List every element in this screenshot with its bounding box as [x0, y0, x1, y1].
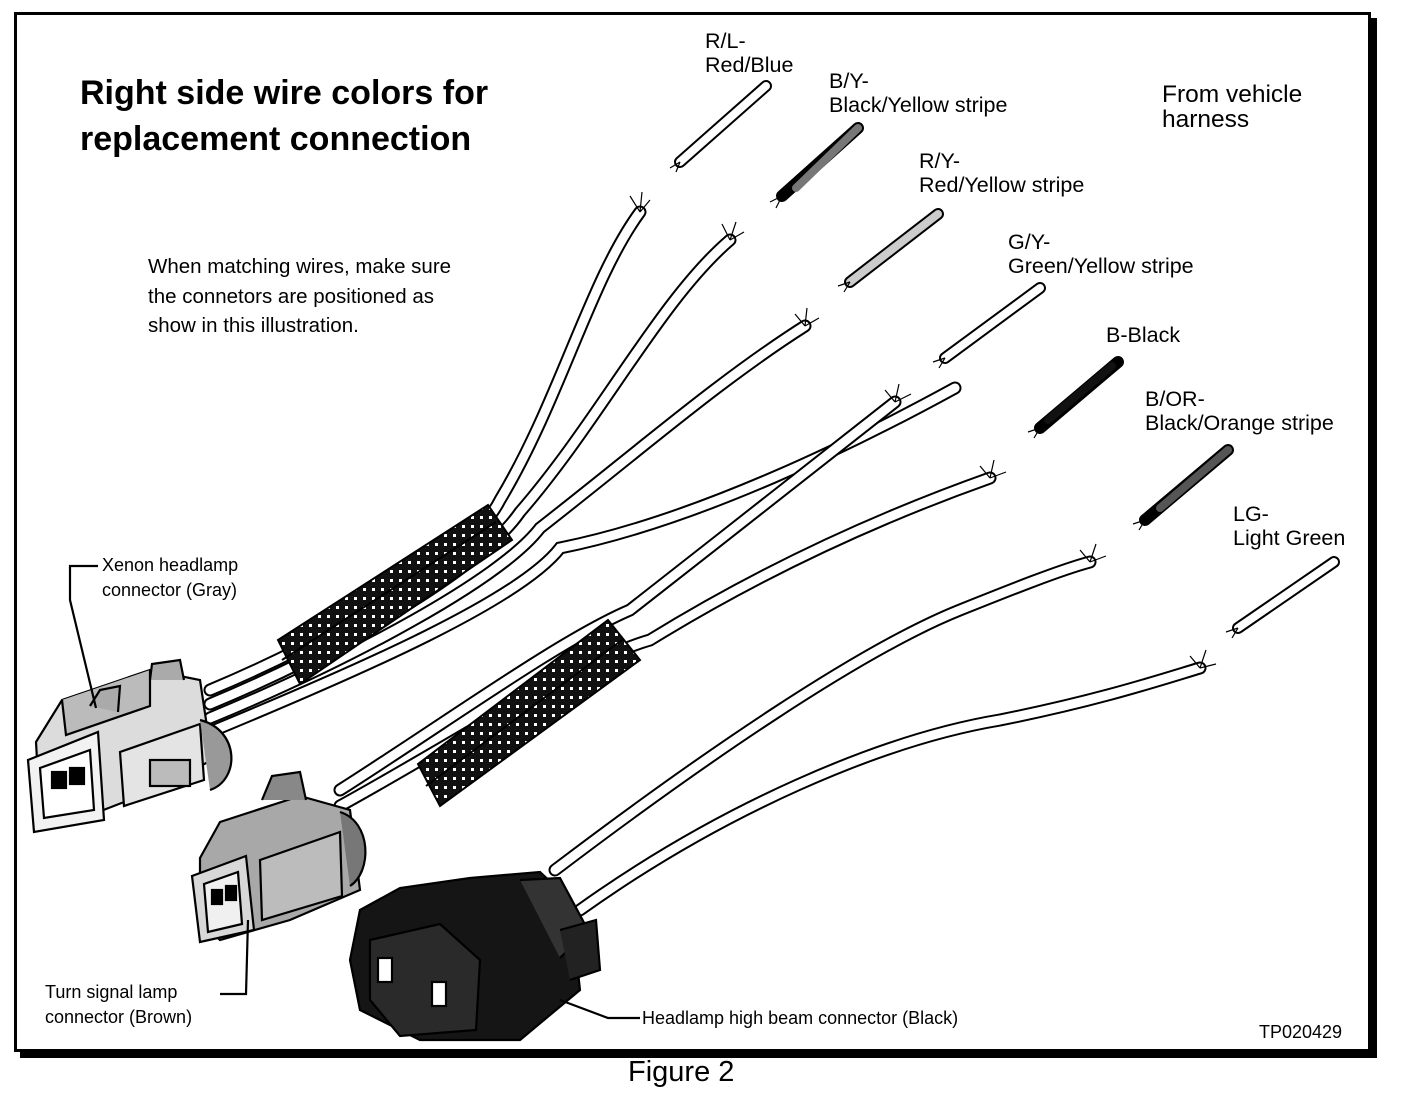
- wire-strands: [629, 161, 1239, 669]
- wire-label-green-yellow: G/Y- Green/Yellow stripe: [1008, 230, 1194, 278]
- turn-connector-label: Turn signal lamp connector (Brown): [45, 980, 192, 1030]
- xenon-connector: [26, 658, 233, 834]
- label-line-1: Xenon headlamp: [102, 555, 239, 575]
- harness-line-2: harness: [1162, 105, 1250, 133]
- highbeam-connector-label: Headlamp high beam connector (Black): [642, 1006, 958, 1031]
- wire-name: Green/Yellow stripe: [1008, 253, 1194, 278]
- xenon-tape-bundle: [276, 503, 514, 686]
- label-line-2: connector (Gray): [102, 580, 238, 601]
- wire-label-red-blue: R/L- Red/Blue: [705, 29, 794, 77]
- wire-label-red-yellow: R/Y- Red/Yellow stripe: [919, 149, 1085, 197]
- highbeam-wires: [548, 555, 1207, 917]
- wire-name: Light Green: [1233, 525, 1346, 550]
- turn-signal-connector: [190, 770, 367, 944]
- wire-code: R/L-: [705, 29, 746, 53]
- note-line-1: When matching wires, make sure: [148, 255, 452, 278]
- xenon-connector-label: Xenon headlamp connector (Gray): [102, 553, 238, 603]
- title-line-1: Right side wire colors for: [80, 74, 489, 112]
- wire-code: LG-: [1233, 502, 1269, 526]
- harness-line-1: From vehicle: [1162, 81, 1303, 108]
- note-line-2: the connetors are positioned as: [148, 284, 435, 308]
- wire-label-light-green: LG- Light Green: [1233, 502, 1346, 550]
- wire-code: B/Y-: [829, 69, 869, 93]
- wire-label-black-orange: B/OR- Black/Orange stripe: [1145, 387, 1334, 435]
- vehicle-harness-label: From vehicle harness: [1162, 82, 1302, 132]
- wire-name: Black/Orange stripe: [1145, 410, 1334, 435]
- figure-caption: Figure 2: [628, 1056, 735, 1088]
- figure-code: TP020429: [1259, 1022, 1343, 1042]
- wire-label-black-yellow: B/Y- Black/Yellow stripe: [829, 69, 1008, 117]
- page-title: Right side wire colors for replacement c…: [80, 70, 488, 162]
- wire-label-black: B-Black: [1106, 323, 1181, 348]
- wire-name: Red/Blue: [705, 52, 794, 77]
- wire-code: G/Y-: [1008, 230, 1051, 254]
- note-line-3: show in this illustration.: [148, 314, 359, 338]
- wire-code: B/OR-: [1145, 387, 1205, 411]
- wire-code: R/Y-: [919, 149, 961, 173]
- title-line-2: replacement connection: [80, 120, 472, 159]
- label-line-2: connector (Brown): [45, 1007, 193, 1028]
- matching-note: When matching wires, make sure the conne…: [148, 252, 451, 341]
- vehicle-harness-wires: [674, 80, 1340, 634]
- wire-name: Black/Yellow stripe: [829, 92, 1008, 117]
- wire-name: B-Black: [1106, 323, 1181, 347]
- label-line-1: Turn signal lamp: [45, 982, 178, 1002]
- wire-name: Red/Yellow stripe: [919, 172, 1085, 197]
- leader-lines: [68, 564, 640, 1020]
- highbeam-connector: [348, 870, 602, 1042]
- turn-tape-bundle: [416, 618, 642, 808]
- label-line: Headlamp high beam connector (Black): [642, 1008, 959, 1028]
